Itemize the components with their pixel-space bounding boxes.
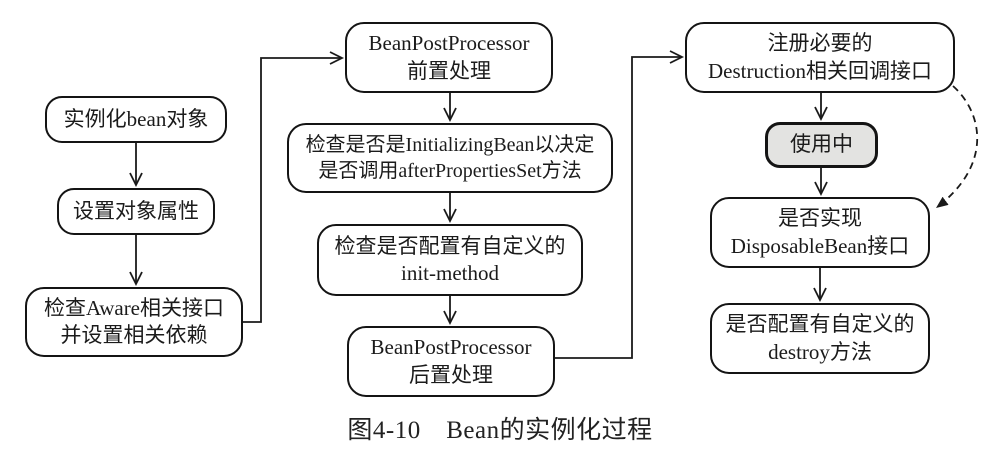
node-check-destroy-method-label: 是否配置有自定义的 destroy方法	[725, 312, 915, 364]
node-check-init-method: 检查是否配置有自定义的 init-method	[317, 224, 583, 296]
node-check-destroy-method: 是否配置有自定义的 destroy方法	[710, 303, 930, 374]
edge-bpp-after-to-register-destruction	[555, 50, 685, 359]
node-check-disposablebean-label: 是否实现 DisposableBean接口	[730, 206, 910, 258]
edge-check-aware-to-bpp-before	[243, 51, 345, 323]
node-set-object-properties-label: 设置对象属性	[73, 198, 199, 223]
node-register-destruction-callbacks: 注册必要的 Destruction相关回调接口	[685, 22, 955, 93]
node-in-use-label: 使用中	[790, 132, 853, 157]
node-beanpostprocessor-before: BeanPostProcessor 前置处理	[345, 22, 553, 93]
edge-dashed-register-destruction-to-check-disposable	[935, 85, 979, 209]
node-register-destruction-callbacks-label: 注册必要的 Destruction相关回调接口	[708, 31, 932, 83]
node-instantiate-bean: 实例化bean对象	[45, 96, 227, 143]
node-instantiate-bean-label: 实例化bean对象	[63, 106, 209, 131]
node-check-init-method-label: 检查是否配置有自定义的 init-method	[334, 233, 566, 285]
node-check-aware-interfaces: 检查Aware相关接口 并设置相关依赖	[25, 287, 243, 357]
node-check-initializingbean-label: 检查是否是InitializingBean以决定 是否调用afterProper…	[305, 134, 595, 182]
figure-caption: 图4-10 Bean的实例化过程	[347, 417, 653, 444]
node-in-use: 使用中	[765, 122, 878, 168]
node-beanpostprocessor-after-label: BeanPostProcessor 后置处理	[370, 335, 532, 387]
node-beanpostprocessor-before-label: BeanPostProcessor 前置处理	[368, 31, 530, 83]
node-check-aware-interfaces-label: 检查Aware相关接口 并设置相关依赖	[43, 295, 225, 347]
node-beanpostprocessor-after: BeanPostProcessor 后置处理	[347, 326, 555, 397]
node-check-disposablebean: 是否实现 DisposableBean接口	[710, 197, 930, 268]
node-set-object-properties: 设置对象属性	[57, 188, 215, 235]
node-check-initializingbean: 检查是否是InitializingBean以决定 是否调用afterProper…	[287, 123, 613, 193]
